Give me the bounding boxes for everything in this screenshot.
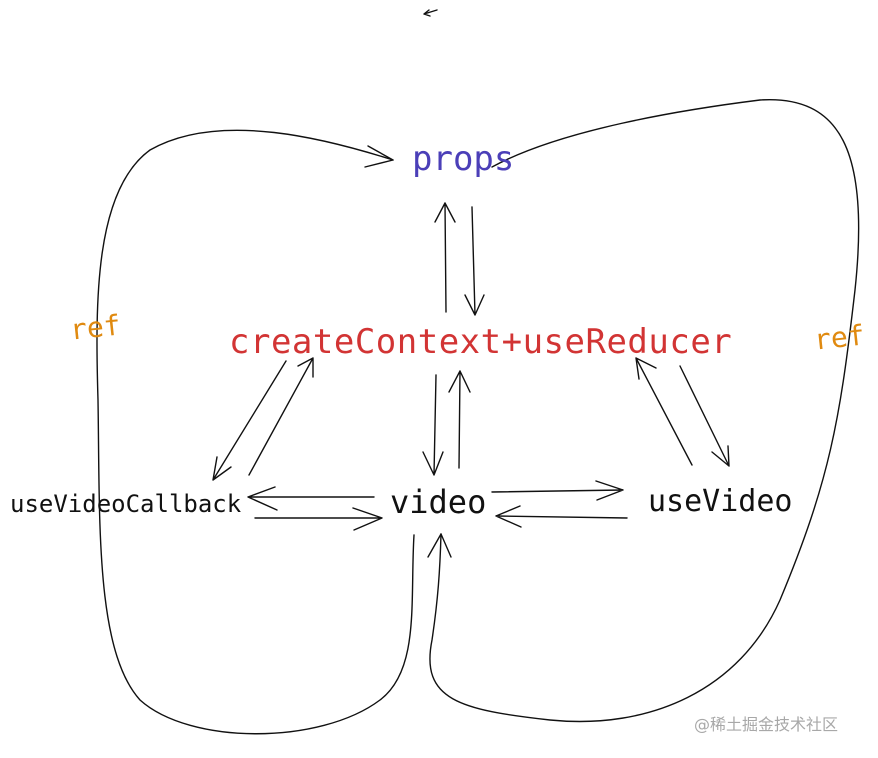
- use-video-callback-node: useVideoCallback: [10, 490, 242, 518]
- left-loop-arrowhead: [364, 145, 394, 168]
- arrow-context-to-video: [422, 374, 444, 476]
- arrow-context-to-callback: [212, 360, 287, 481]
- arrow-usevideo-to-context: [635, 357, 693, 466]
- ref-label-right: ref: [812, 318, 867, 357]
- context-reducer-node: createContext+useReducer: [229, 322, 733, 362]
- arrow-context-to-props: [434, 202, 456, 313]
- arrow-callback-to-context: [248, 357, 314, 476]
- left-loop-curve: [96, 129, 415, 735]
- arrow-props-to-context: [464, 206, 485, 316]
- video-node: video: [390, 483, 487, 521]
- arrow-video-to-usevideo: [491, 480, 624, 501]
- arrow-video-to-context: [448, 370, 471, 469]
- arrow-context-to-usevideo: [679, 365, 730, 467]
- use-video-node: useVideo: [648, 484, 793, 519]
- ref-label-left: ref: [68, 308, 123, 347]
- stray-arrow: [423, 9, 438, 17]
- props-node: props: [412, 139, 515, 179]
- right-loop-curve: [429, 99, 860, 723]
- arrow-usevideo-to-video: [495, 505, 628, 528]
- arrow-callback-to-video: [254, 507, 383, 531]
- watermark: @稀土掘金技术社区: [694, 715, 839, 734]
- arrow-video-to-callback: [247, 486, 375, 511]
- right-loop-arrowhead: [427, 533, 452, 558]
